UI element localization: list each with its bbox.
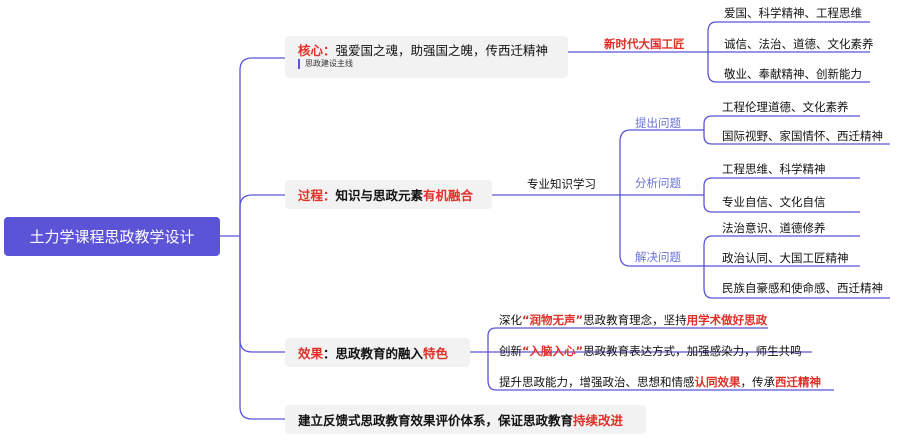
root-label: 土力学课程思政教学设计 (29, 228, 195, 246)
group-leaf: 民族自豪感和使命感、西迁精神 (722, 281, 883, 295)
core-leaf: 爱国、科学精神、工程思维 (724, 6, 862, 20)
root-node: 土力学课程思政教学设计 (4, 217, 220, 256)
effect-highlight: 特色 (423, 346, 449, 361)
effect-label: 效果 (298, 346, 324, 361)
group-leaf: 法治意识、道德修养 (722, 221, 826, 235)
group-leaf: 专业自信、文化自信 (722, 195, 826, 209)
group-leaf: 工程伦理道德、文化素养 (722, 100, 849, 114)
leaf-part: 创新 (499, 344, 522, 358)
group-name: 提出问题 (635, 116, 681, 130)
group-leaf: 国际视野、家国情怀、西迁精神 (722, 129, 883, 143)
effect-node: 效果：思政教育的融入特色 (285, 338, 470, 367)
effect-leaf: 创新“入脑入心”思政教育表达方式，加强感染力，师生共鸣 (499, 343, 802, 359)
leaf-highlight: “润物无声” (522, 313, 584, 327)
effect-leaf: 深化“润物无声”思政教育理念，坚持用学术做好思政 (499, 312, 767, 328)
leaf-part: 深化 (499, 313, 522, 327)
process-label: 过程： (298, 188, 336, 203)
process-node: 过程：知识与思政元素有机融合 (285, 180, 492, 209)
feedback-node: 建立反馈式思政教育效果评价体系，保证思政教育持续改进 (285, 405, 646, 434)
process-subnode: 专业知识学习 (527, 177, 596, 191)
core-leaf: 诚信、法治、道德、文化素养 (724, 37, 874, 51)
process-highlight: 有机融合 (423, 188, 474, 203)
process-text: 知识与思政元素 (335, 188, 424, 203)
effect-text: ：思政教育的融入 (323, 346, 424, 361)
leaf-part: 思政教育理念，坚持 (583, 313, 687, 327)
core-label: 核心： (298, 43, 336, 58)
leaf-highlight: 用学术做好思政 (686, 313, 768, 327)
leaf-part: 思政教育表达方式，加强感染力，师生共鸣 (583, 344, 802, 358)
group-name: 解决问题 (635, 250, 681, 264)
feedback-text: 建立反馈式思政教育效果评价体系，保证思政教育 (298, 413, 574, 428)
leaf-highlight: 西迁精神 (775, 375, 821, 389)
leaf-highlight: 认同效果 (694, 375, 741, 389)
leaf-part: 提升思政能力，增强政治、思想和情感 (499, 375, 695, 389)
core-text: 强爱国之魂，助强国之魄，传西迁精神 (335, 43, 549, 58)
core-leaf: 敬业、奉献精神、创新能力 (724, 67, 862, 81)
feedback-highlight: 持续改进 (573, 413, 624, 428)
core-node: 核心：强爱国之魂，助强国之魄，传西迁精神 (285, 36, 568, 78)
group-name: 分析问题 (635, 176, 681, 190)
leaf-highlight: “入脑入心” (522, 344, 584, 358)
core-subnode: 新时代大国工匠 (604, 37, 685, 51)
core-tag: 思政建设主线 (298, 59, 353, 69)
leaf-part: ，传承 (740, 375, 776, 389)
group-leaf: 政治认同、大国工匠精神 (722, 251, 849, 265)
group-leaf: 工程思维、科学精神 (722, 162, 826, 176)
effect-leaf: 提升思政能力，增强政治、思想和情感认同效果，传承西迁精神 (499, 374, 821, 390)
